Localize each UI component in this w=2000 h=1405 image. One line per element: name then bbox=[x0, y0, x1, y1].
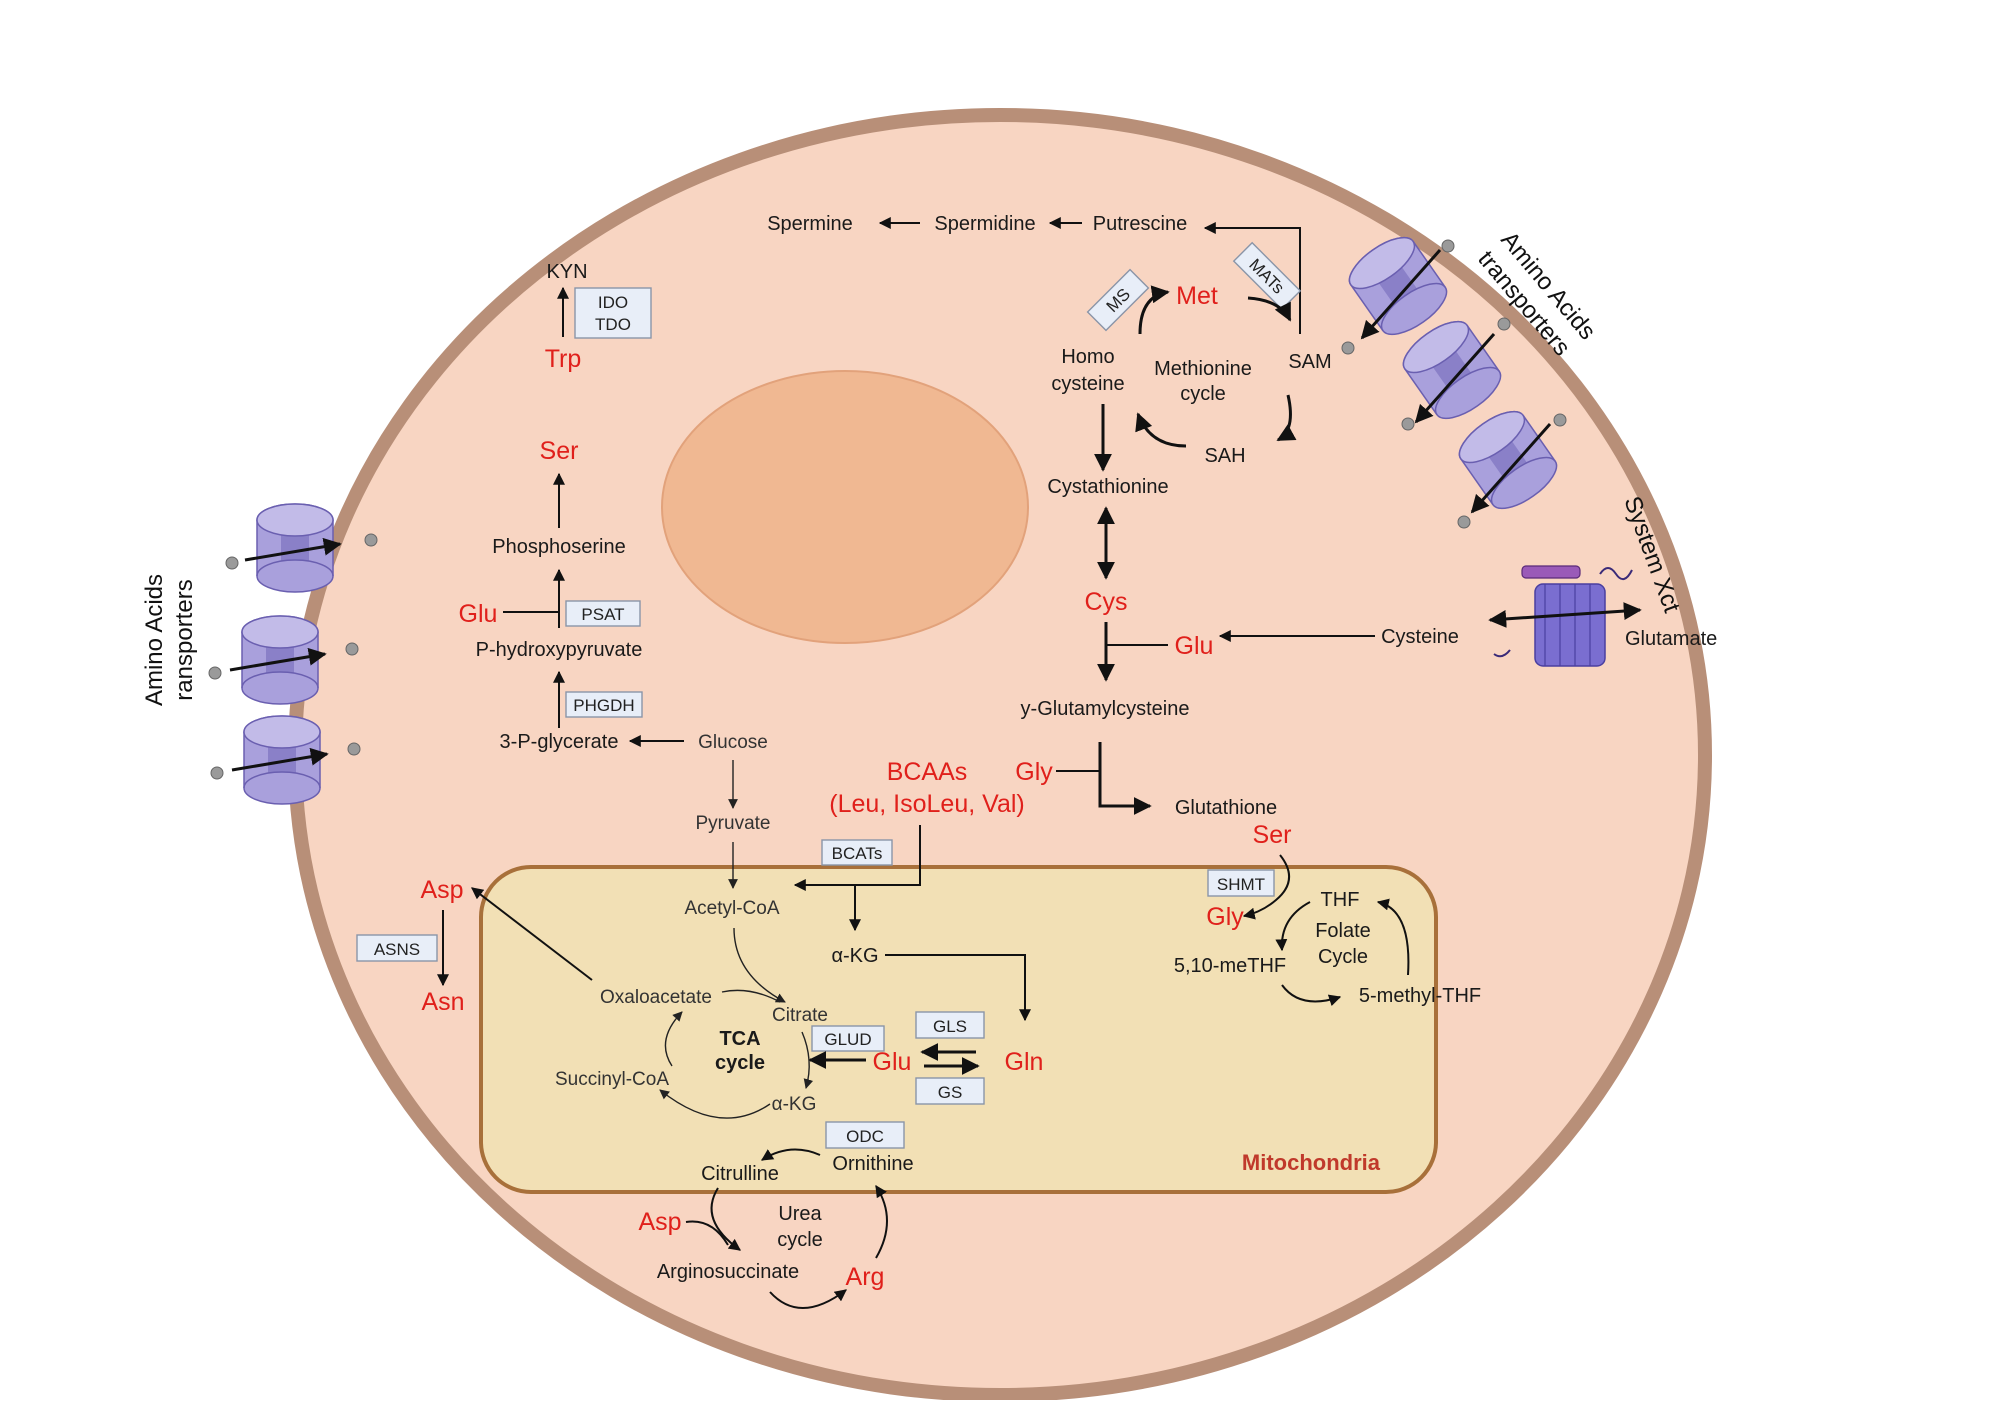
asns-enzyme: ASNS bbox=[356, 934, 438, 962]
cell-membrane bbox=[288, 108, 1712, 1402]
gly-folate: Gly bbox=[1206, 903, 1244, 931]
p-hydroxypyruvate: P-hydroxypyruvate bbox=[476, 639, 643, 661]
putrescine: Putrescine bbox=[1093, 213, 1188, 235]
kyn: KYN bbox=[546, 261, 587, 283]
succinyl-coa: Succinyl-CoA bbox=[555, 1069, 669, 1090]
spermidine: Spermidine bbox=[934, 213, 1035, 235]
cys: Cys bbox=[1084, 588, 1127, 616]
glu-mito: Glu bbox=[873, 1048, 912, 1076]
phosphoserine: Phosphoserine bbox=[492, 536, 625, 558]
gln: Gln bbox=[1005, 1048, 1044, 1076]
odc-enzyme: ODC bbox=[825, 1121, 905, 1149]
svg-text:ODC: ODC bbox=[846, 1127, 884, 1146]
cysteine: Cysteine bbox=[1381, 626, 1459, 648]
akg-tca: α-KG bbox=[772, 1094, 817, 1115]
glucose: Glucose bbox=[698, 732, 768, 753]
ser: Ser bbox=[540, 437, 579, 465]
glu-cysteine-branch: Glu bbox=[1175, 632, 1214, 660]
svg-text:SHMT: SHMT bbox=[1217, 875, 1265, 894]
akg-top: α-KG bbox=[831, 945, 878, 967]
cystathionine: Cystathionine bbox=[1047, 476, 1168, 498]
amino-acid-transporter-left-2 bbox=[241, 615, 319, 705]
svg-text:ASNS: ASNS bbox=[374, 940, 420, 959]
glu-psat: Glu bbox=[459, 600, 498, 628]
sah: SAH bbox=[1204, 445, 1245, 467]
mitochondria-label: Mitochondria bbox=[1242, 1150, 1381, 1175]
asn: Asn bbox=[421, 988, 464, 1016]
spermine: Spermine bbox=[767, 213, 853, 235]
asp-top: Asp bbox=[420, 876, 463, 904]
3-p-glycerate: 3-P-glycerate bbox=[500, 731, 619, 753]
svg-text:BCATs: BCATs bbox=[832, 844, 883, 863]
acetyl-coa: Acetyl-CoA bbox=[684, 898, 779, 919]
gly-glutathione-branch: Gly bbox=[1015, 758, 1053, 786]
shmt-enzyme: SHMT bbox=[1207, 869, 1275, 897]
bcats-enzyme: BCATs bbox=[821, 839, 893, 866]
argininosuccinate: Arginosuccinate bbox=[657, 1261, 799, 1283]
gls-enzyme: GLS bbox=[915, 1011, 985, 1039]
trp: Trp bbox=[545, 345, 582, 373]
svg-text:TDO: TDO bbox=[595, 315, 631, 334]
amino-acid-transporter-left-3 bbox=[243, 715, 321, 805]
thf: THF bbox=[1321, 889, 1360, 911]
glud-enzyme: GLUD bbox=[811, 1025, 885, 1052]
pyruvate: Pyruvate bbox=[696, 813, 771, 834]
bcaas-list: (Leu, IsoLeu, Val) bbox=[829, 790, 1024, 818]
glutathione: Glutathione bbox=[1175, 797, 1277, 819]
sam: SAM bbox=[1288, 351, 1331, 373]
svg-text:IDO: IDO bbox=[598, 293, 628, 312]
svg-text:GLUD: GLUD bbox=[824, 1030, 871, 1049]
arg: Arg bbox=[846, 1263, 885, 1291]
svg-text:GS: GS bbox=[938, 1083, 963, 1102]
gs-enzyme: GS bbox=[915, 1077, 985, 1105]
bcaas: BCAAs bbox=[887, 758, 968, 786]
svg-text:PHGDH: PHGDH bbox=[573, 696, 634, 715]
y-glutamylcysteine: y-Glutamylcysteine bbox=[1021, 698, 1190, 720]
phgdh-enzyme: PHGDH bbox=[565, 691, 643, 718]
asp-urea: Asp bbox=[638, 1208, 681, 1236]
svg-text:GLS: GLS bbox=[933, 1017, 967, 1036]
psat-enzyme: PSAT bbox=[565, 600, 641, 627]
ido-tdo-enzyme: IDO TDO bbox=[574, 287, 652, 339]
met: Met bbox=[1176, 282, 1218, 310]
citrate: Citrate bbox=[772, 1005, 828, 1026]
5-methyl-thf: 5-methyl-THF bbox=[1359, 985, 1481, 1007]
ornithine: Ornithine bbox=[832, 1153, 913, 1175]
citrulline: Citrulline bbox=[701, 1163, 779, 1185]
ser-folate: Ser bbox=[1253, 821, 1292, 849]
nucleus bbox=[661, 370, 1029, 644]
svg-text:PSAT: PSAT bbox=[581, 605, 624, 624]
oxaloacetate: Oxaloacetate bbox=[600, 987, 712, 1008]
glutamate-label: Glutamate bbox=[1625, 628, 1717, 650]
5-10-methylene-thf: 5,10-meTHF bbox=[1174, 955, 1286, 977]
